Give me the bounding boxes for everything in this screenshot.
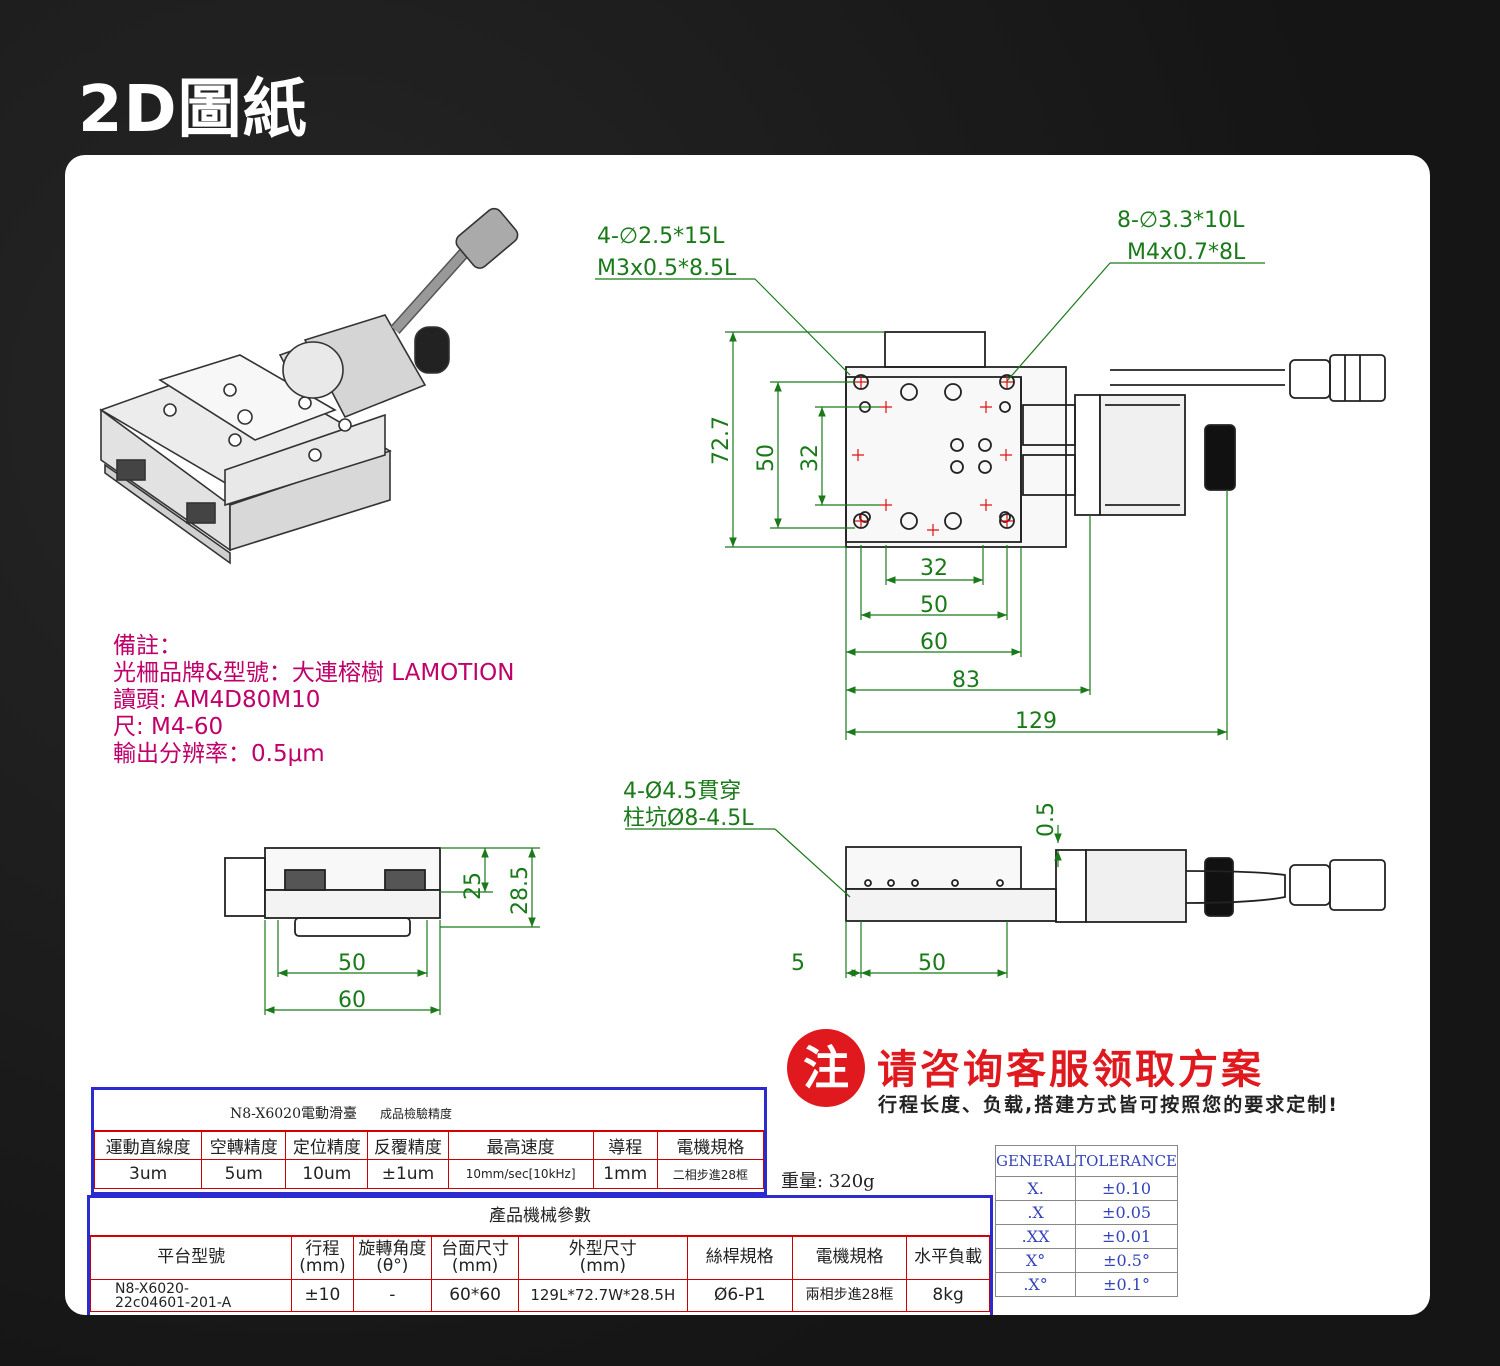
dim-width-60: 60 bbox=[920, 630, 948, 655]
precision-header-0: 運動直線度 bbox=[93, 1130, 203, 1160]
dim-height-inner: 32 bbox=[798, 444, 823, 472]
precision-header-6: 電機規格 bbox=[656, 1130, 765, 1160]
precision-model: N8-X6020電動滑臺 bbox=[230, 1106, 357, 1122]
precision-header-2: 定位精度 bbox=[285, 1130, 369, 1160]
mech-header-3: 台面尺寸 (mm) bbox=[431, 1235, 520, 1280]
precision-header-1: 空轉精度 bbox=[201, 1130, 287, 1160]
precision-value-4: 10mm/sec[10kHz] bbox=[447, 1159, 594, 1189]
tolerance-key: X° bbox=[994, 1248, 1077, 1273]
precision-label: 成品檢驗精度 bbox=[380, 1107, 453, 1121]
dim-w-60: 60 bbox=[338, 988, 366, 1013]
notes-line3: 讀頭: AM4D80M10 bbox=[113, 687, 321, 713]
mech-value-1: ±10 bbox=[291, 1279, 354, 1312]
top-view-red-marks bbox=[852, 376, 1013, 536]
precision-header-4: 最高速度 bbox=[447, 1130, 594, 1160]
mech-header-6: 電機規格 bbox=[791, 1235, 908, 1280]
dim-width-83: 83 bbox=[952, 668, 980, 693]
precision-value-2: 10um bbox=[285, 1159, 369, 1189]
precision-header-3: 反覆精度 bbox=[367, 1130, 449, 1160]
notes-line4: 尺: M4-60 bbox=[113, 714, 224, 740]
tolerance-key: .X° bbox=[994, 1272, 1077, 1297]
tolerance-key: X. bbox=[994, 1176, 1077, 1201]
dim-w-50-side: 50 bbox=[918, 951, 946, 976]
dim-offset-5: 5 bbox=[791, 951, 805, 976]
mech-value-7: 8kg bbox=[906, 1279, 990, 1312]
side-view-dimensions bbox=[625, 825, 1062, 978]
tolerance-value: ±0.10 bbox=[1075, 1176, 1179, 1201]
notes-line5: 輸出分辨率：0.5μm bbox=[113, 741, 325, 767]
mech-value-6: 兩相步進28框 bbox=[791, 1279, 908, 1312]
top-view-dimensions bbox=[595, 262, 1265, 740]
side-view bbox=[845, 846, 1386, 923]
mech-header-5: 絲桿規格 bbox=[686, 1235, 793, 1280]
tolerance-value: ±0.05 bbox=[1075, 1200, 1179, 1225]
precision-value-3: ±1um bbox=[367, 1159, 449, 1189]
tolerance-table: GENERAL TOLERANCE X.±0.10 .X±0.05 .XX±0.… bbox=[994, 1145, 1179, 1297]
dim-height-mid: 50 bbox=[754, 444, 779, 472]
dim-width-129: 129 bbox=[1015, 709, 1057, 734]
dim-h-25: 25 bbox=[461, 872, 486, 900]
precision-value-1: 5um bbox=[201, 1159, 287, 1189]
callout-right-line1: 8-∅3.3*10L bbox=[1117, 208, 1245, 233]
notice-subtitle: 行程长度、负载,搭建方式皆可按照您的要求定制! bbox=[878, 1094, 1339, 1116]
tolerance-grid: GENERAL TOLERANCE X.±0.10 .X±0.05 .XX±0.… bbox=[994, 1145, 1179, 1297]
tolerance-header-right: TOLERANCE bbox=[1075, 1145, 1179, 1177]
end-view bbox=[224, 847, 441, 937]
notes-line1: 備註： bbox=[113, 633, 182, 659]
side-callout-line2: 柱坑Ø8-4.5L bbox=[623, 806, 754, 831]
mechanical-table: 產品機械參數 平台型號 行程 (mm) 旋轉角度 (θ°) 台面尺寸 (mm) … bbox=[87, 1195, 993, 1315]
top-view bbox=[845, 331, 1386, 548]
tolerance-value: ±0.1° bbox=[1075, 1272, 1179, 1297]
side-callout-line1: 4-Ø4.5貫穿 bbox=[623, 779, 741, 804]
end-view-dimensions bbox=[264, 847, 540, 1015]
notice-title: 请咨询客服领取方案 bbox=[877, 1047, 1264, 1093]
mechanical-grid: 平台型號 行程 (mm) 旋轉角度 (θ°) 台面尺寸 (mm) 外型尺寸 (m… bbox=[89, 1235, 990, 1312]
page-title: 2D圖紙 bbox=[78, 73, 308, 147]
mech-header-7: 水平負載 bbox=[906, 1235, 990, 1280]
precision-grid: 運動直線度 空轉精度 定位精度 反覆精度 最高速度 導程 電機規格 3um 5u… bbox=[93, 1130, 765, 1189]
isometric-stage-image bbox=[99, 207, 519, 565]
dim-width-32: 32 bbox=[920, 556, 948, 581]
precision-value-5: 1mm bbox=[592, 1159, 658, 1189]
tolerance-value: ±0.01 bbox=[1075, 1224, 1179, 1249]
side-view-dimension-labels: 4-Ø4.5貫穿 柱坑Ø8-4.5L 0.5 5 50 bbox=[623, 779, 1059, 976]
dim-w-50: 50 bbox=[338, 951, 366, 976]
tolerance-header-left: GENERAL bbox=[994, 1145, 1077, 1177]
notice-badge: 注 bbox=[787, 1029, 865, 1107]
callout-right-line2: M4x0.7*8L bbox=[1127, 240, 1246, 265]
notes-block: 備註： 光柵品牌&型號：大連榕樹 LAMOTION 讀頭: AM4D80M10 … bbox=[113, 633, 514, 768]
precision-table: N8-X6020電動滑臺 成品檢驗精度 運動直線度 空轉精度 定位精度 反覆精度… bbox=[91, 1087, 767, 1195]
notes-line2: 光柵品牌&型號：大連榕樹 LAMOTION bbox=[113, 660, 515, 686]
mech-value-5: Ø6-P1 bbox=[686, 1279, 793, 1312]
drawing-panel: 4-∅2.5*15L M3x0.5*8.5L 8-∅3.3*10L M4x0.7… bbox=[65, 155, 1430, 1315]
top-view-dimension-labels: 4-∅2.5*15L M3x0.5*8.5L 8-∅3.3*10L M4x0.7… bbox=[597, 208, 1246, 734]
precision-value-0: 3um bbox=[93, 1159, 203, 1189]
mech-value-3: 60*60 bbox=[431, 1279, 520, 1312]
mech-header-0: 平台型號 bbox=[89, 1235, 293, 1280]
mech-value-4: 129L*72.7W*28.5H bbox=[518, 1279, 688, 1312]
callout-left-line2: M3x0.5*8.5L bbox=[597, 256, 737, 281]
technical-drawing: 4-∅2.5*15L M3x0.5*8.5L 8-∅3.3*10L M4x0.7… bbox=[99, 207, 1386, 1015]
mech-header-2: 旋轉角度 (θ°) bbox=[352, 1235, 433, 1280]
mech-header-4: 外型尺寸 (mm) bbox=[518, 1235, 688, 1280]
weight-label: 重量: 320g bbox=[781, 1171, 875, 1192]
mech-value-2: - bbox=[352, 1279, 433, 1312]
dim-width-50: 50 bbox=[920, 593, 948, 618]
precision-value-6: 二相步進28框 bbox=[656, 1159, 765, 1189]
dim-height-outer: 72.7 bbox=[709, 416, 734, 465]
callout-left-line1: 4-∅2.5*15L bbox=[597, 224, 725, 249]
precision-table-title: N8-X6020電動滑臺 成品檢驗精度 bbox=[94, 1090, 764, 1132]
tolerance-key: .X bbox=[994, 1200, 1077, 1225]
end-view-dimension-labels: 25 28.5 50 60 bbox=[338, 866, 533, 1013]
dim-gap-0-5: 0.5 bbox=[1034, 802, 1059, 837]
mechanical-table-title: 產品機械參數 bbox=[90, 1198, 990, 1237]
tolerance-key: .XX bbox=[994, 1224, 1077, 1249]
precision-header-5: 導程 bbox=[592, 1130, 658, 1160]
tolerance-value: ±0.5° bbox=[1075, 1248, 1179, 1273]
mech-header-1: 行程 (mm) bbox=[291, 1235, 354, 1280]
mech-value-0: N8-X6020- 22c04601-201-A bbox=[89, 1279, 293, 1312]
dim-h-28-5: 28.5 bbox=[508, 866, 533, 915]
